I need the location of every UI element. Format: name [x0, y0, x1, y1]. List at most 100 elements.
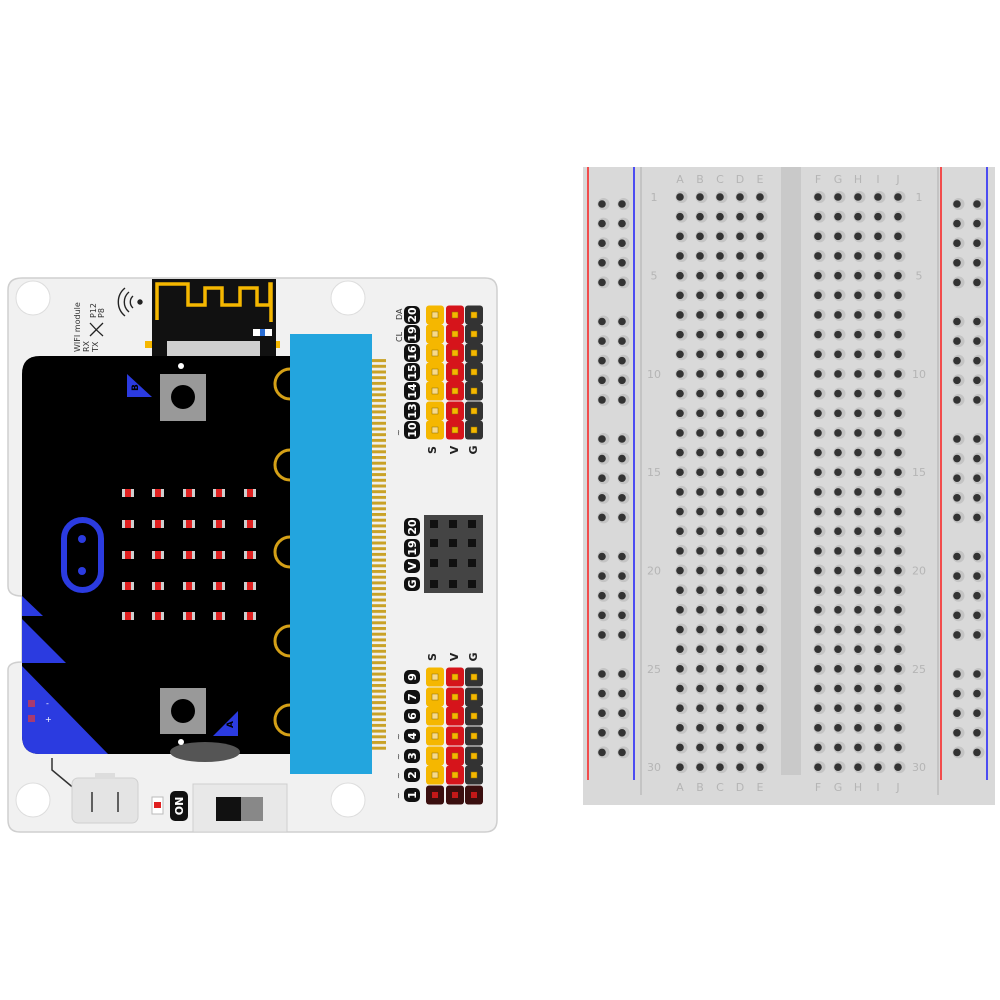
header-socket[interactable]	[468, 580, 476, 588]
rail-hole[interactable]	[618, 356, 626, 365]
breadboard-hole[interactable]	[716, 389, 724, 398]
breadboard-hole[interactable]	[894, 724, 902, 732]
rail-hole[interactable]	[973, 356, 981, 365]
breadboard-hole[interactable]	[834, 448, 842, 457]
breadboard-hole[interactable]	[874, 645, 882, 653]
breadboard-hole[interactable]	[894, 704, 902, 712]
breadboard-hole[interactable]	[716, 743, 724, 752]
rail-hole[interactable]	[618, 396, 626, 404]
breadboard-hole[interactable]	[696, 763, 704, 771]
rail-hole[interactable]	[953, 435, 961, 443]
breadboard-hole[interactable]	[814, 370, 822, 378]
breadboard-hole[interactable]	[736, 547, 744, 555]
breadboard-hole[interactable]	[736, 488, 744, 496]
breadboard-hole[interactable]	[874, 704, 882, 712]
rail-hole[interactable]	[953, 709, 961, 717]
rail-hole[interactable]	[598, 356, 606, 365]
breadboard-hole[interactable]	[874, 724, 882, 732]
breadboard-hole[interactable]	[834, 212, 842, 221]
breadboard-hole[interactable]	[696, 665, 704, 673]
breadboard-hole[interactable]	[696, 645, 704, 653]
rail-hole[interactable]	[598, 670, 606, 678]
rail-hole[interactable]	[598, 709, 606, 717]
header-socket[interactable]	[468, 539, 476, 547]
breadboard-hole[interactable]	[854, 330, 862, 339]
rail-hole[interactable]	[618, 278, 626, 287]
rail-hole[interactable]	[618, 709, 626, 717]
breadboard-hole[interactable]	[696, 232, 704, 241]
breadboard-hole[interactable]	[854, 704, 862, 712]
rail-hole[interactable]	[953, 337, 961, 345]
breadboard-hole[interactable]	[756, 488, 764, 496]
breadboard-hole[interactable]	[756, 665, 764, 673]
breadboard-hole[interactable]	[834, 566, 842, 575]
breadboard-hole[interactable]	[814, 291, 822, 300]
breadboard-hole[interactable]	[696, 547, 704, 555]
breadboard-hole[interactable]	[854, 212, 862, 221]
rail-hole[interactable]	[618, 219, 626, 228]
rail-hole[interactable]	[598, 278, 606, 287]
breadboard-hole[interactable]	[874, 232, 882, 241]
breadboard-hole[interactable]	[874, 665, 882, 673]
breadboard-hole[interactable]	[736, 704, 744, 712]
breadboard-hole[interactable]	[696, 488, 704, 496]
breadboard-hole[interactable]	[676, 645, 684, 653]
breadboard-hole[interactable]	[814, 488, 822, 496]
breadboard-hole[interactable]	[676, 547, 684, 555]
header-socket[interactable]	[430, 520, 438, 528]
breadboard-hole[interactable]	[854, 586, 862, 594]
breadboard-hole[interactable]	[756, 566, 764, 575]
rail-hole[interactable]	[618, 376, 626, 385]
breadboard-hole[interactable]	[874, 252, 882, 260]
breadboard-hole[interactable]	[756, 763, 764, 771]
rail-hole[interactable]	[598, 513, 606, 522]
rail-hole[interactable]	[618, 670, 626, 678]
rail-hole[interactable]	[973, 200, 981, 208]
breadboard-hole[interactable]	[834, 507, 842, 516]
rail-hole[interactable]	[953, 219, 961, 228]
breadboard-hole[interactable]	[854, 350, 862, 359]
breadboard-hole[interactable]	[756, 645, 764, 653]
rail-hole[interactable]	[598, 454, 606, 463]
rail-hole[interactable]	[973, 317, 981, 326]
rail-hole[interactable]	[618, 513, 626, 522]
breadboard-hole[interactable]	[696, 330, 704, 339]
breadboard-hole[interactable]	[834, 429, 842, 437]
breadboard-hole[interactable]	[834, 409, 842, 418]
breadboard-hole[interactable]	[736, 665, 744, 673]
breadboard-hole[interactable]	[736, 350, 744, 359]
breadboard-hole[interactable]	[874, 448, 882, 457]
rail-hole[interactable]	[618, 552, 626, 561]
rail-hole[interactable]	[953, 748, 961, 757]
breadboard-hole[interactable]	[894, 311, 902, 319]
rail-hole[interactable]	[953, 356, 961, 365]
breadboard-hole[interactable]	[716, 507, 724, 516]
rail-hole[interactable]	[598, 435, 606, 443]
breadboard-hole[interactable]	[716, 193, 724, 201]
breadboard-hole[interactable]	[854, 645, 862, 653]
breadboard-hole[interactable]	[894, 547, 902, 555]
breadboard-hole[interactable]	[676, 232, 684, 241]
breadboard-hole[interactable]	[676, 291, 684, 300]
breadboard-hole[interactable]	[736, 645, 744, 653]
breadboard-hole[interactable]	[756, 193, 764, 201]
breadboard-hole[interactable]	[756, 625, 764, 634]
breadboard-hole[interactable]	[854, 547, 862, 555]
rail-hole[interactable]	[953, 591, 961, 600]
breadboard-hole[interactable]	[894, 743, 902, 752]
breadboard-hole[interactable]	[834, 291, 842, 300]
rail-hole[interactable]	[973, 670, 981, 678]
breadboard-hole[interactable]	[874, 468, 882, 477]
rail-hole[interactable]	[618, 200, 626, 208]
breadboard-hole[interactable]	[676, 409, 684, 418]
breadboard-hole[interactable]	[814, 212, 822, 221]
rail-hole[interactable]	[598, 689, 606, 698]
breadboard-hole[interactable]	[696, 527, 704, 536]
breadboard-hole[interactable]	[874, 370, 882, 378]
rail-hole[interactable]	[973, 689, 981, 698]
breadboard-hole[interactable]	[814, 429, 822, 437]
rail-hole[interactable]	[618, 572, 626, 580]
breadboard-hole[interactable]	[756, 547, 764, 555]
micro-usb-port[interactable]	[71, 773, 139, 824]
breadboard-hole[interactable]	[676, 488, 684, 496]
